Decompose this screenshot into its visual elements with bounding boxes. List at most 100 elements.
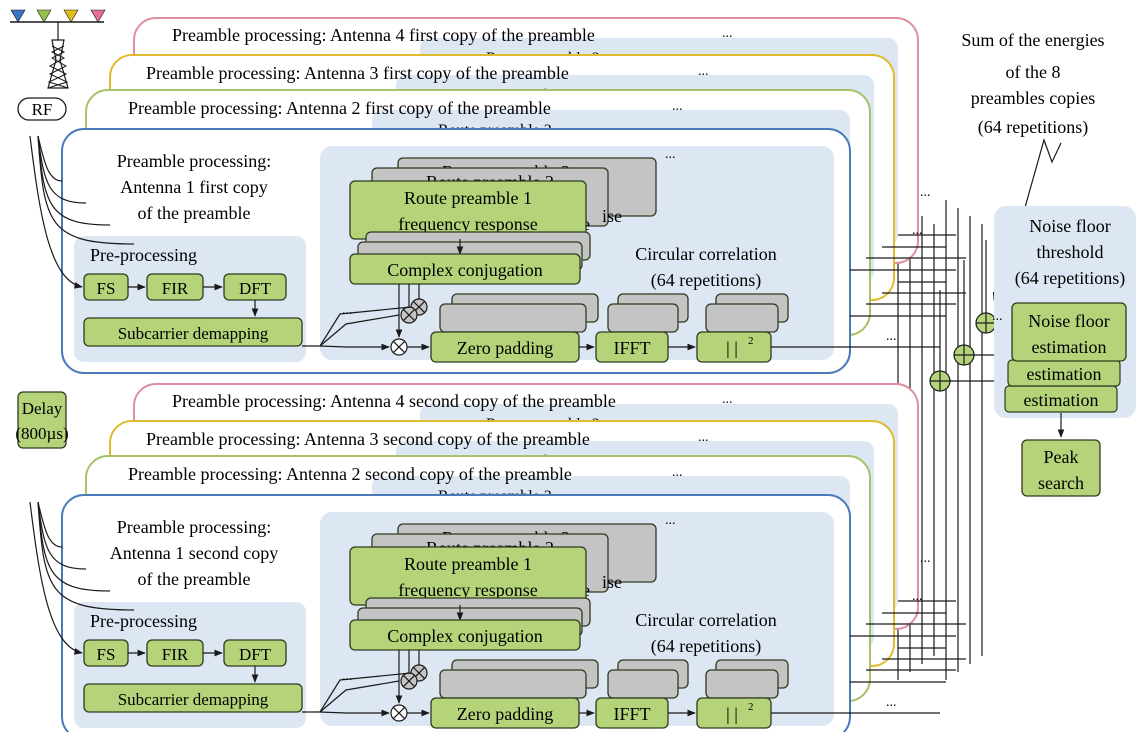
fs-label: FS: [97, 279, 116, 298]
zero-padding-label: Zero padding: [457, 338, 553, 358]
sum-note-line-4: (64 repetitions): [978, 117, 1088, 138]
route-preamble-2-fragment: ise: [602, 206, 622, 226]
correlation-ellipsis: ...: [665, 513, 676, 528]
route-preamble-2-fragment: ise: [602, 572, 622, 592]
subcarrier-demapping-block[interactable]: [83, 317, 303, 347]
antenna-1-title-line-1: Preamble processing:: [117, 517, 271, 537]
estimation-label-back-1: estimation: [1027, 364, 1102, 384]
ifft-back-1: [607, 303, 679, 333]
route-preamble-1-line-2: frequency response: [398, 214, 537, 234]
antenna-1-title-line-2: Antenna 1 first copy: [120, 177, 267, 197]
antenna-tip-1-icon: [10, 9, 26, 23]
demapping-fanout-wire-2: [319, 672, 412, 713]
multiplier-mid-icon-stroke: [402, 674, 416, 688]
copy-group-1: Route preamble 3Preamble processing: Ant…: [29, 17, 966, 374]
circular-correlation-panel: ... Circular correlation (64 repetitions) R…: [302, 512, 834, 729]
noise-floor-threshold-line-3: (64 repetitions): [1015, 268, 1125, 289]
antenna-1-title-line-2: Antenna 1 second copy: [110, 543, 278, 563]
estimation-label-back-2: estimation: [1024, 390, 1099, 410]
antenna-2-ellipsis: ...: [672, 99, 683, 114]
rf-to-fs-wire: [29, 135, 83, 289]
rf-block: [17, 97, 67, 121]
antenna-4-ellipsis: ...: [722, 26, 733, 41]
sum-node-2-icon: [953, 344, 975, 366]
correlation-title-line-2: (64 repetitions): [651, 270, 761, 291]
abs-squared-exponent: 2: [748, 701, 754, 713]
output-ellipsis-2: ...: [912, 223, 923, 238]
abs-back-1: [705, 303, 779, 333]
noise-floor-estimation-block[interactable]: [1011, 302, 1127, 362]
ifft-label: IFFT: [613, 338, 650, 358]
zero-padding-back-1: [439, 303, 587, 333]
multiplier-icon: [390, 704, 408, 722]
antenna-3-ellipsis: ...: [698, 64, 709, 79]
antenna-4-frame-title: Preamble processing: Antenna 4 second co…: [172, 391, 616, 411]
multiplier-mid-icon: [400, 306, 418, 324]
antenna-4-ellipsis: ...: [722, 392, 733, 407]
rf-branch-wire-4: [37, 135, 135, 245]
multiplier-mid-icon: [400, 672, 418, 690]
peak-search-line-2: search: [1038, 473, 1084, 493]
antenna-2-frame-title: Preamble processing: Antenna 2 first cop…: [128, 98, 551, 118]
delay-label: Delay: [22, 399, 63, 418]
antenna-tip-4-icon: [90, 9, 106, 23]
antenna-tip-3-icon: [63, 9, 79, 23]
noise-floor-threshold-line-2: threshold: [1037, 242, 1104, 262]
peak-search-block[interactable]: [1021, 439, 1101, 497]
copy-group-2: Route preamble 3Preamble processing: Ant…: [29, 383, 966, 737]
antenna-2-ellipsis: ...: [672, 465, 683, 480]
antenna-tip-2-icon: [36, 9, 52, 23]
antenna-1-output-ellipsis: ...: [886, 695, 897, 710]
demapping-ellipsis: ...: [342, 669, 353, 684]
copy-groups: Route preamble 3Preamble processing: Ant…: [29, 17, 997, 737]
dft-label: DFT: [239, 279, 272, 298]
antenna-1-title-line-1: Preamble processing:: [117, 151, 271, 171]
route-preamble-1-line-1: Route preamble 1: [404, 554, 532, 574]
sum-note-line-1: Sum of the energies: [961, 30, 1104, 50]
antenna-1-title-line-3: of the preamble: [138, 203, 251, 223]
rf-label: RF: [32, 100, 53, 119]
abs-squared-exponent: 2: [748, 335, 754, 347]
sum-note-line-3: preambles copies: [971, 88, 1095, 108]
abs-back-1: [705, 669, 779, 699]
antenna-4-frame-title: Preamble processing: Antenna 4 first cop…: [172, 25, 595, 45]
noise-floor-estimation-line-2: estimation: [1032, 337, 1107, 357]
correlation-title-line-2: (64 repetitions): [651, 636, 761, 657]
pre-processing-title: Pre-processing: [90, 245, 197, 265]
delay-block[interactable]: [17, 391, 67, 449]
antenna-1-title-line-3: of the preamble: [138, 569, 251, 589]
multiplier-icon: [390, 338, 408, 356]
noise-floor-estimation-line-1: Noise floor: [1028, 311, 1109, 331]
ellipsis-sum-top: ...: [992, 309, 1003, 324]
peak-search-line-1: Peak: [1044, 447, 1079, 467]
rf-branch-wire-4: [37, 501, 135, 611]
demapping-to-multiplier-wire: [302, 343, 390, 351]
antenna-icon: [10, 9, 106, 89]
antenna-3-frame-title: Preamble processing: Antenna 3 second co…: [146, 429, 590, 449]
complex-conjugation-label: Complex conjugation: [387, 626, 542, 646]
sum-node-3-icon: [929, 370, 951, 392]
fs-label: FS: [97, 645, 116, 664]
antenna-3-ellipsis: ...: [698, 430, 709, 445]
correlation-title-line-1: Circular correlation: [635, 610, 776, 630]
output-ellipsis-2: ...: [912, 589, 923, 604]
ifft-back-1: [607, 669, 679, 699]
complex-conjugation-block[interactable]: [349, 619, 581, 651]
multiplier-icon-stroke: [392, 340, 406, 354]
multiplier-icon-stroke: [392, 706, 406, 720]
route-preamble-1-line-1: Route preamble 1: [404, 188, 532, 208]
correlation-ellipsis: ...: [665, 147, 676, 162]
subcarrier-demapping-block[interactable]: [83, 683, 303, 713]
subcarrier-demapping-label: Subcarrier demapping: [118, 324, 269, 343]
multiplier-mid-icon-stroke: [402, 308, 416, 322]
complex-conjugation-block[interactable]: [349, 253, 581, 285]
circular-correlation-panel: ...Circular correlation(64 repetitions)R…: [302, 146, 834, 363]
abs-squared-label: | |: [726, 338, 738, 358]
fir-label: FIR: [162, 645, 189, 664]
rf-branch-wire-1: [37, 135, 63, 182]
demapping-ellipsis: ...: [342, 303, 353, 318]
